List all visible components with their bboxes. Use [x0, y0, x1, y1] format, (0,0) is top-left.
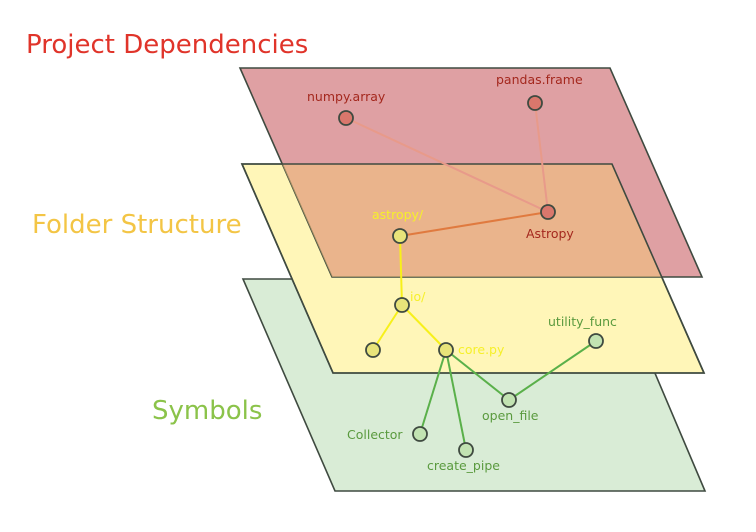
- node-astropy-dir: [392, 228, 408, 244]
- title-project-dependencies: Project Dependencies: [26, 30, 309, 60]
- label-io-dir: io/: [410, 289, 426, 304]
- folder-plane-outline: [240, 163, 706, 374]
- edge-numpy-astropy: [345, 117, 549, 213]
- title-symbols: Symbols: [152, 396, 263, 426]
- edge-pandas-astropy: [534, 102, 549, 213]
- edge-core-open-file: [445, 349, 510, 401]
- edge-open-file-utility: [508, 340, 597, 401]
- node-core-py: [438, 342, 454, 358]
- label-open-file: open_file: [482, 408, 539, 423]
- node-create-pipe: [458, 442, 474, 458]
- node-collector: [412, 426, 428, 442]
- node-io-dir: [394, 297, 410, 313]
- label-create-pipe: create_pipe: [427, 458, 500, 473]
- edge-astropy-dir-io: [399, 235, 403, 306]
- node-open-file: [501, 392, 517, 408]
- label-utility-func: utility_func: [548, 314, 617, 329]
- node-numpy-array: [338, 110, 354, 126]
- edge-io-leaf: [372, 304, 403, 351]
- title-folder-structure: Folder Structure: [32, 210, 242, 240]
- edge-astropy-dir-astropy: [399, 211, 549, 237]
- node-io-leaf: [365, 342, 381, 358]
- node-utility-func: [588, 333, 604, 349]
- folder-overlap-tint: [282, 164, 662, 277]
- edge-core-collector: [419, 349, 447, 435]
- label-astropy: Astropy: [526, 226, 574, 241]
- edge-core-create-pipe: [445, 349, 467, 451]
- label-collector: Collector: [347, 427, 403, 442]
- label-core-py: core.py: [458, 342, 505, 357]
- node-pandas-frame: [527, 95, 543, 111]
- label-astropy-dir: astropy/: [372, 207, 424, 222]
- label-pandas-frame: pandas.frame: [496, 72, 583, 87]
- label-numpy-array: numpy.array: [307, 89, 386, 104]
- edge-io-core: [401, 304, 447, 351]
- node-astropy: [540, 204, 556, 220]
